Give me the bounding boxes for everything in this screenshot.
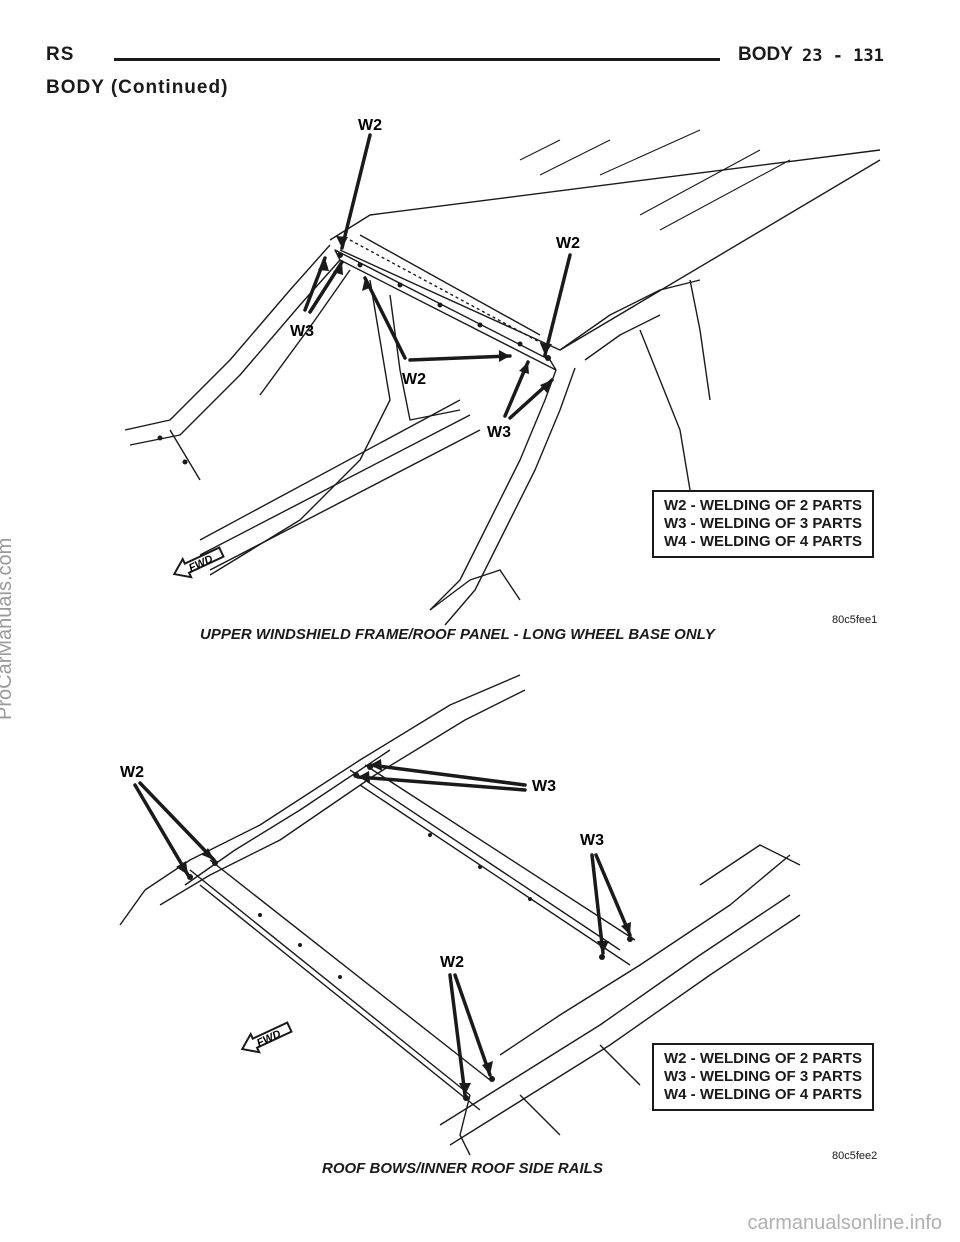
arrow-w2-bottom-a [448, 973, 467, 1097]
arrow-w2-mid-b [408, 354, 512, 362]
fwd-label: FWD [187, 553, 215, 574]
label-w2-left: W2 [120, 764, 144, 781]
figure-code-2: 80c5fee2 [832, 1150, 878, 1162]
footer-watermark: carmanualsonline.info [747, 1212, 942, 1234]
arrow-w3-top-a [368, 763, 527, 787]
legend-box-1: W2 - WELDING OF 2 PARTS W3 - WELDING OF … [652, 490, 875, 558]
arrow-w2-left-a [133, 783, 190, 877]
label-w3-right: W3 [580, 832, 604, 849]
arrow-w2-left-b [138, 781, 216, 862]
fwd-arrow-icon: FWD [240, 1021, 293, 1054]
legend-item: W4 - WELDING OF 4 PARTS [664, 533, 863, 550]
figure-roof-bows: W2 W3 W3 W2 FWD [119, 674, 801, 1156]
page-subtitle: BODY (Continued) [46, 77, 229, 98]
fwd-arrow-icon: FWD [172, 546, 225, 579]
legend-item: W2 - WELDING OF 2 PARTS [664, 1050, 863, 1067]
header-model-code: RS [46, 44, 75, 65]
legend-item: W2 - WELDING OF 2 PARTS [664, 497, 863, 514]
figure-caption-1: UPPER WINDSHIELD FRAME/ROOF PANEL - LONG… [200, 626, 715, 643]
fwd-label: FWD [255, 1028, 283, 1049]
label-w3-top: W3 [532, 778, 556, 795]
legend-item: W4 - WELDING OF 4 PARTS [664, 1086, 863, 1103]
label-w3-mid: W3 [487, 424, 511, 441]
label-w2-mid: W2 [402, 371, 426, 388]
label-w2-bottom: W2 [440, 954, 464, 971]
legend-item: W3 - WELDING OF 3 PARTS [664, 515, 863, 532]
label-w2-right: W2 [556, 235, 580, 252]
label-w2-top: W2 [358, 117, 382, 134]
legend-item: W3 - WELDING OF 3 PARTS [664, 1068, 863, 1085]
figure-caption-2: ROOF BOWS/INNER ROOF SIDE RAILS [322, 1160, 603, 1177]
arrow-w3-right-a [590, 853, 605, 955]
header-section-title: BODY [738, 44, 793, 65]
arrow-w2-top [340, 133, 372, 250]
header-page-number: 23 - 131 [802, 46, 884, 66]
arrow-w2-mid-a [363, 276, 407, 360]
roof-panel-edge [329, 149, 881, 241]
arrow-w3-right-b [594, 853, 632, 937]
arrow-w3-top-b [356, 775, 527, 792]
figure-code-1: 80c5fee1 [832, 614, 878, 626]
figure-upper-windshield-frame: W2 W2 W3 W2 W3 FWD [124, 117, 881, 626]
legend-box-2: W2 - WELDING OF 2 PARTS W3 - WELDING OF … [652, 1043, 875, 1111]
label-w3-left: W3 [290, 323, 314, 340]
header-rule [114, 58, 720, 61]
roof-rear-edge [339, 159, 881, 351]
arrow-w2-right [543, 253, 572, 357]
arrow-w2-bottom-b [453, 973, 492, 1077]
